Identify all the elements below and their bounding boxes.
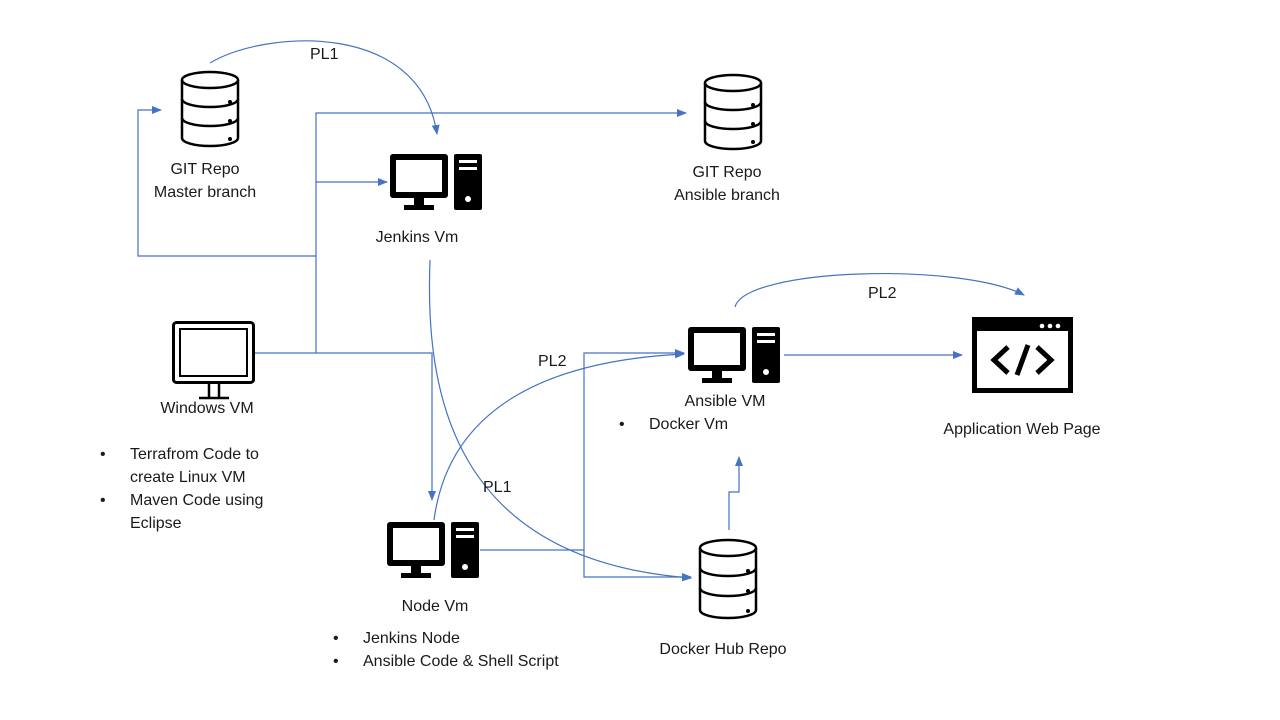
- node-label-web-page: Application Web Page: [943, 421, 1101, 438]
- database-icon: [698, 538, 758, 620]
- arrow-pl2-node-to-ansible: [433, 350, 685, 521]
- node-label-git-master: GIT Repo Master branch: [130, 158, 280, 204]
- arrow-pl1-git-to-jenkins: [209, 40, 440, 135]
- arrow-node-to-ansible: [480, 349, 685, 551]
- database-icon: [703, 73, 763, 151]
- desktop-computer-icon: [688, 327, 780, 383]
- code-window-icon: [972, 317, 1073, 393]
- node-label-ansible-vm: Ansible VM: [684, 393, 766, 410]
- note-line: Eclipse: [130, 515, 182, 532]
- arrow-pl2-ansible-to-webpage: [734, 273, 1025, 308]
- edge-label-pl2: PL2: [538, 353, 567, 370]
- list-item: Jenkins Node: [333, 627, 559, 650]
- node-label-jenkins-vm: Jenkins Vm: [375, 229, 459, 246]
- node-subtitle: Ansible branch: [674, 187, 780, 204]
- list-item: Maven Code using Eclipse: [100, 489, 263, 535]
- arrow-pl1-jenkins-to-dockerhub: [428, 259, 692, 582]
- connectors: [137, 40, 1025, 582]
- note-line: create Linux VM: [130, 469, 246, 486]
- arrow-windows-to-git-master: [137, 106, 317, 354]
- arrow-dockerhub-to-ansible: [728, 456, 743, 530]
- desktop-computer-icon: [387, 522, 479, 578]
- node-title: GIT Repo: [170, 161, 240, 178]
- node-label-git-ansible: GIT Repo Ansible branch: [652, 161, 802, 207]
- arrow-windows-to-node: [316, 352, 436, 501]
- arrow-node-to-dockerhub: [583, 550, 692, 581]
- list-item: Ansible Code & Shell Script: [333, 650, 559, 673]
- node-vm-notes: Jenkins Node Ansible Code & Shell Script: [333, 627, 559, 673]
- monitor-icon: [172, 321, 255, 400]
- node-label-windows-vm: Windows VM: [160, 400, 254, 417]
- node-label-node-vm: Node Vm: [401, 598, 469, 615]
- arrow-windows-to-git-ansible: [315, 109, 687, 182]
- node-label-docker-hub: Docker Hub Repo: [659, 641, 787, 658]
- node-subtitle: Master branch: [153, 184, 257, 201]
- note-line: Terrafrom Code to: [130, 446, 259, 463]
- node-title: GIT Repo: [692, 164, 762, 181]
- note-line: Maven Code using: [130, 492, 264, 509]
- ansible-vm-notes: Docker Vm: [619, 413, 728, 436]
- edge-label-pl1: PL1: [310, 46, 339, 63]
- list-item: Terrafrom Code to create Linux VM: [100, 443, 263, 489]
- desktop-computer-icon: [390, 154, 482, 210]
- database-icon: [180, 70, 240, 148]
- edge-label-pl2: PL2: [868, 285, 897, 302]
- windows-vm-notes: Terrafrom Code to create Linux VM Maven …: [100, 443, 263, 535]
- edge-label-pl1: PL1: [483, 479, 512, 496]
- list-item: Docker Vm: [619, 413, 728, 436]
